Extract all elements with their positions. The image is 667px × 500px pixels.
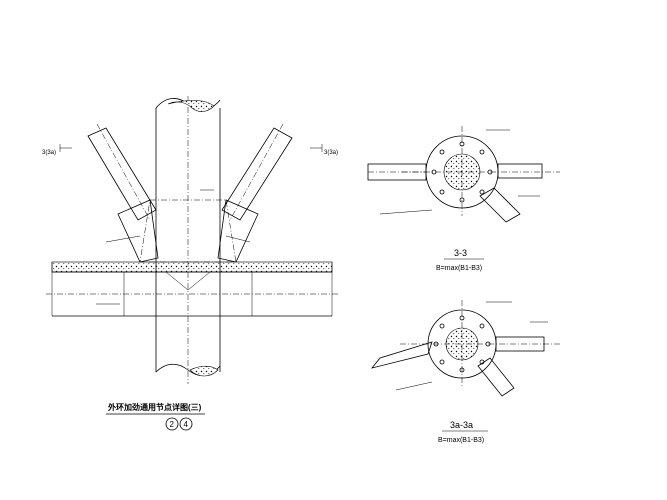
- section-3-3: 3-3 B=max(B1-B3): [367, 126, 560, 272]
- section-mark-right: 3(3a): [324, 150, 338, 156]
- bolt-holes-3a: [433, 315, 491, 373]
- right-diagonal-brace: [217, 123, 293, 263]
- ref-number-left: 2: [170, 420, 175, 429]
- left-diagonal-brace: [87, 123, 159, 263]
- section-3-3-title: 3-3: [454, 248, 467, 258]
- ref-number-right: 4: [184, 420, 189, 429]
- bolt-holes: [431, 141, 493, 203]
- detail-title: 外环加劲通用节点详图(三): [108, 402, 202, 412]
- section-3-3-subtitle: B=max(B1-B3): [436, 265, 482, 272]
- steel-column: [155, 96, 221, 384]
- section-3a-3a-title: 3a-3a: [450, 420, 473, 430]
- section-3a-3a: 3a-3a B=max(B1-B3): [370, 300, 562, 444]
- section-3a-3a-subtitle: B=max(B1-B3): [438, 437, 484, 444]
- main-elevation: 3(3a) 3(3a) 外环加劲通用节点详图(三) 2 4: [42, 96, 338, 431]
- floor-slab: [51, 261, 333, 273]
- ref-circle-right: [179, 417, 193, 431]
- ref-circle-left: [165, 417, 179, 431]
- section-mark-left: 3(3a): [42, 150, 56, 156]
